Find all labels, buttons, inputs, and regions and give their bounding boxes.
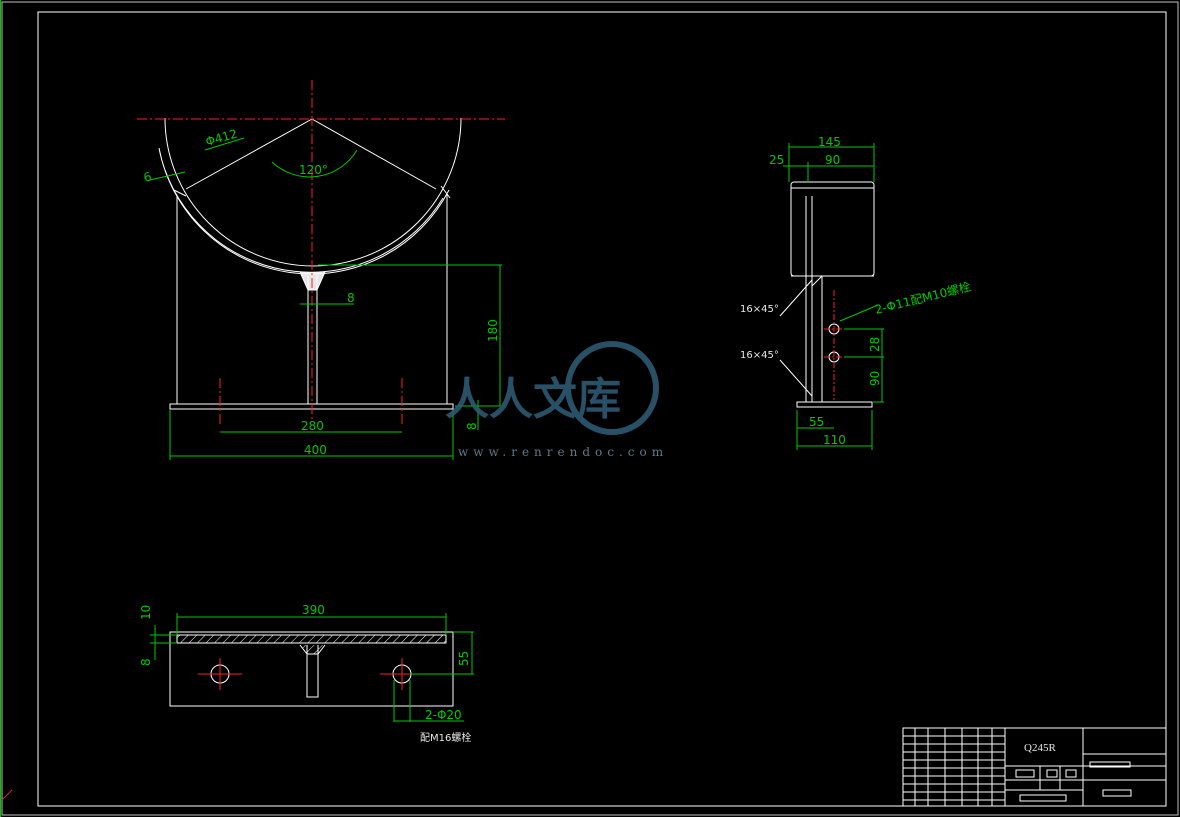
front-view-dimensions (149, 137, 502, 460)
note-chamfer-lower: 16×45° (740, 350, 779, 361)
front-view (158, 117, 462, 410)
dim-web-thickness-8: 8 (347, 291, 355, 305)
side-view-centerlines (824, 290, 844, 400)
dim-height-180: 180 (486, 319, 500, 342)
side-view-dimensions (783, 143, 884, 450)
dim-plate-thickness-8: 8 (139, 658, 153, 666)
dim-overall-width-145: 145 (818, 135, 841, 149)
dim-base-thickness-8: 8 (465, 422, 479, 430)
plan-view-centerlines (198, 658, 424, 690)
dim-hole-spacing-280: 280 (301, 419, 324, 433)
note-chamfer-upper: 16×45° (740, 304, 779, 315)
dim-plate-width-55: 55 (457, 651, 471, 666)
dim-thickness-6: 6 (142, 169, 153, 185)
dim-base-length-400: 400 (304, 443, 327, 457)
note-hole-2-phi20: 2-Φ20 (425, 708, 462, 722)
watermark: 人人文库 www.renrendoc.com (445, 341, 668, 459)
dim-base-width-110: 110 (823, 433, 846, 447)
dim-flange-width-90: 90 (825, 153, 840, 167)
dim-top-thickness-10: 10 (139, 605, 153, 620)
material-label: Q245R (1024, 742, 1056, 754)
note-bolt-m16: 配M16螺栓 (420, 731, 471, 744)
plan-view (169, 631, 454, 707)
side-view (790, 181, 875, 408)
title-block (902, 727, 1167, 807)
front-view-centerlines (137, 80, 505, 425)
watermark-ring (565, 341, 659, 435)
dim-plan-length-390: 390 (302, 603, 325, 617)
plan-view-dimensions (150, 613, 474, 722)
dim-flange-offset-25: 25 (769, 153, 784, 167)
watermark-text: 人人文库 (445, 374, 621, 425)
plan-view-labels: 390 10 8 55 2-Φ20 配M16螺栓 (139, 603, 471, 744)
plan-hatched-flange (176, 634, 447, 644)
dim-hole-pitch-28: 28 (868, 337, 882, 352)
dim-hole-height-90: 90 (868, 371, 882, 386)
dim-diameter-412: Φ412 (204, 127, 239, 149)
dim-angle-120: 120° (299, 163, 328, 177)
dim-web-offset-55: 55 (809, 415, 824, 429)
side-view-leaders (779, 279, 813, 397)
saddle-outer-arc (164, 117, 462, 267)
watermark-url: www.renrendoc.com (458, 445, 668, 459)
note-bolt-m10: 2-Φ11配M10螺栓 (873, 279, 972, 317)
